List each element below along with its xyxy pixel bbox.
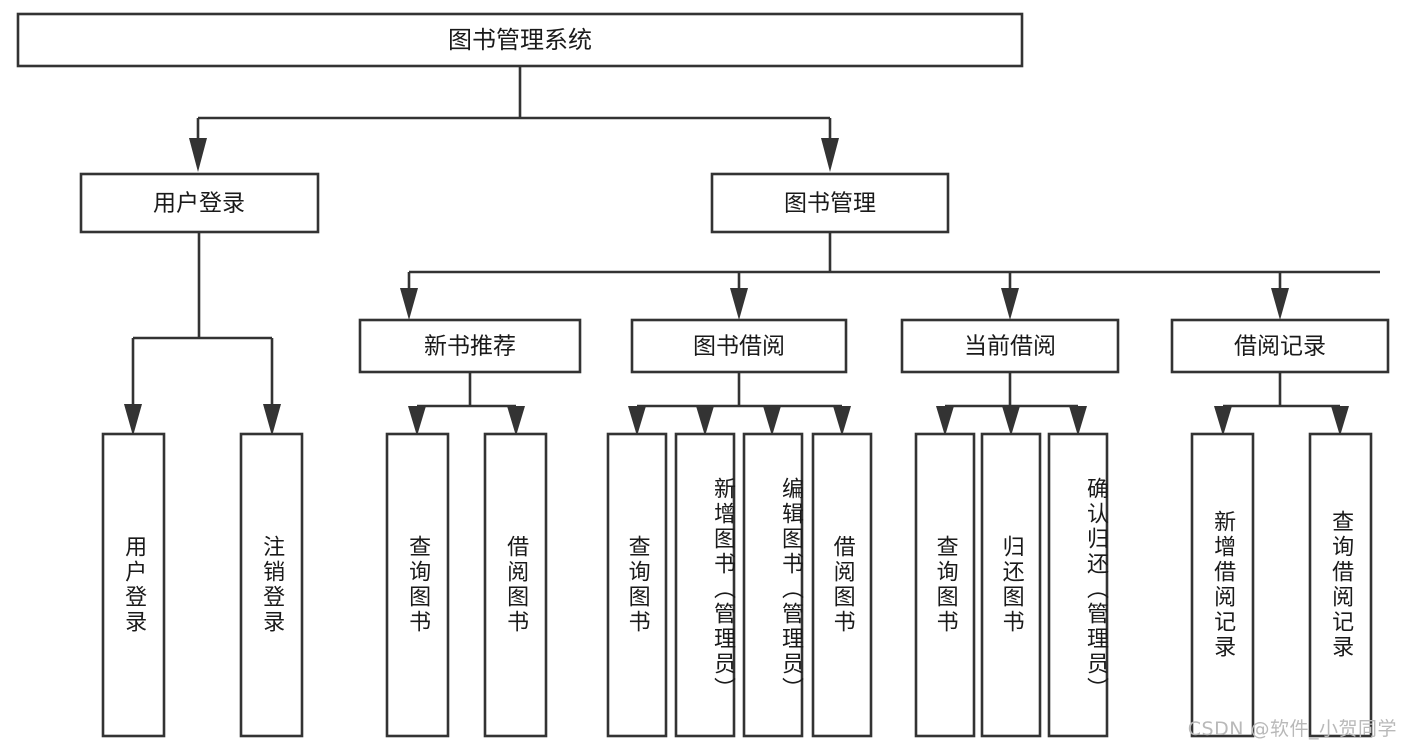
csdn-watermark: CSDN @软件_小贺同学	[1187, 718, 1397, 740]
leaf-box-query-book-current[interactable]	[914, 432, 976, 738]
leaf-box-borrow-book[interactable]	[811, 432, 873, 738]
leaf-box-return-book[interactable]	[980, 432, 1042, 738]
node-new-book-rec-box[interactable]	[358, 318, 582, 374]
arrow-to-leaf-logout	[263, 404, 281, 436]
node-borrow-records-box[interactable]	[1170, 318, 1390, 374]
arrow-newbook-leaf-1	[408, 406, 426, 436]
node-borrow-records-label: 借阅记录	[1234, 334, 1326, 360]
leaf-box-borrow-book-newrec[interactable]	[483, 432, 548, 738]
node-book-mgmt-label: 图书管理	[784, 191, 876, 217]
arrow-to-new-book-rec	[400, 288, 418, 320]
arrow-borrow-leaf-2	[696, 406, 714, 436]
leaf-box-edit-book-admin[interactable]	[742, 432, 804, 738]
node-new-book-rec-label: 新书推荐	[424, 334, 516, 360]
node-user-login-box[interactable]	[79, 172, 320, 234]
arrow-to-leaf-user-login	[124, 404, 142, 436]
arrow-to-borrow-records	[1271, 288, 1289, 320]
arrow-to-book-mgmt	[821, 138, 839, 172]
arrow-borrow-leaf-4	[833, 406, 851, 436]
arrow-borrow-leaf-3	[763, 406, 781, 436]
arrow-current-leaf-2	[1002, 406, 1020, 436]
node-root-label: 图书管理系统	[448, 26, 592, 54]
node-user-login-label: 用户登录	[153, 191, 245, 217]
arrow-records-leaf-1	[1214, 406, 1232, 436]
nodes-layer: 图书管理系统 用户登录 图书管理 新书推荐 图书借阅 当前借阅 借阅记录	[16, 12, 1390, 738]
leaf-box-add-book-admin[interactable]	[674, 432, 736, 738]
leaf-box-add-borrow-record[interactable]	[1190, 432, 1255, 738]
node-book-borrow-box[interactable]	[630, 318, 848, 374]
node-book-mgmt-box[interactable]	[710, 172, 950, 234]
arrow-to-current-borrow	[1001, 288, 1019, 320]
leaf-box-query-borrow-record[interactable]	[1308, 432, 1373, 738]
node-book-borrow-label: 图书借阅	[693, 334, 785, 360]
leaf-box-query-book-borrow[interactable]	[606, 432, 668, 738]
leaf-box-query-book-newrec[interactable]	[385, 432, 450, 738]
arrow-records-leaf-2	[1331, 406, 1349, 436]
node-root-box[interactable]	[16, 12, 1024, 68]
node-current-borrow-label: 当前借阅	[964, 334, 1056, 360]
edges-layer	[124, 66, 1380, 436]
leaf-box-user-login[interactable]	[101, 432, 166, 738]
node-current-borrow-box[interactable]	[900, 318, 1120, 374]
leaf-box-logout[interactable]	[239, 432, 304, 738]
leaf-box-confirm-return-admin[interactable]	[1047, 432, 1109, 738]
arrow-to-book-borrow	[730, 288, 748, 320]
arrow-current-leaf-3	[1069, 406, 1087, 436]
arrow-borrow-leaf-1	[628, 406, 646, 436]
arrow-newbook-leaf-2	[507, 406, 525, 436]
arrow-current-leaf-1	[936, 406, 954, 436]
arrow-to-user-login	[189, 138, 207, 172]
